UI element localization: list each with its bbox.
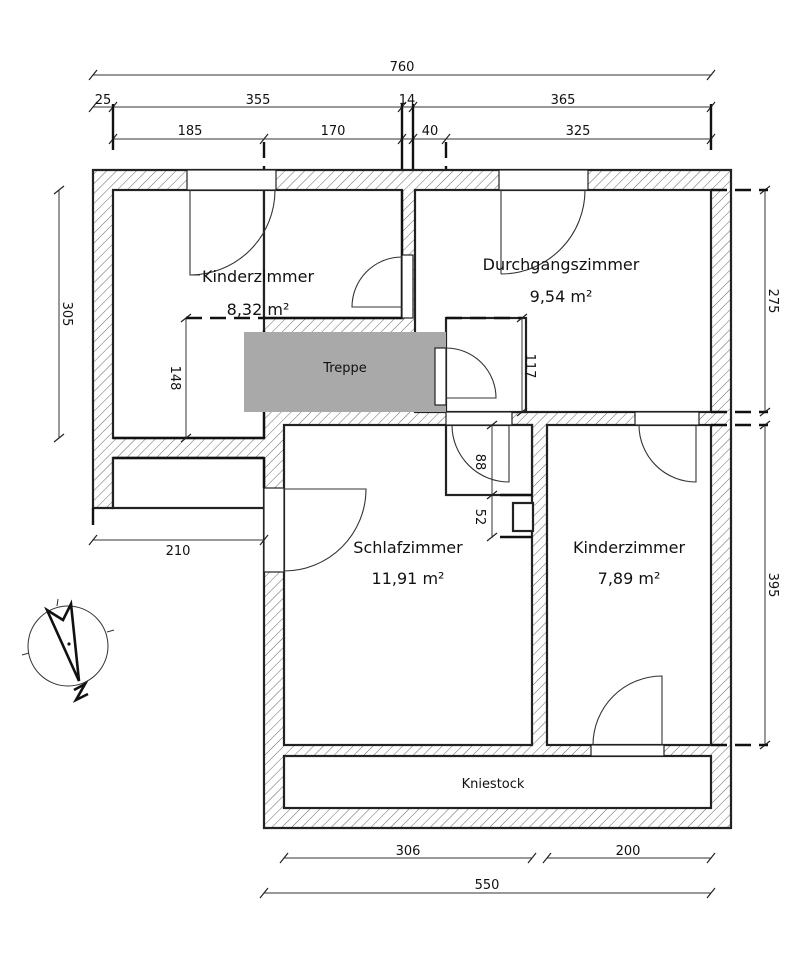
dim-top-d: 365 <box>551 93 576 108</box>
window-top-left <box>186 169 277 191</box>
door-hall <box>451 424 510 483</box>
dim-hall-117: 117 <box>522 354 537 379</box>
door-schlafzimmer <box>283 488 367 572</box>
room-kinderzimmer-2 <box>545 423 713 747</box>
north-arrow-icon <box>21 598 115 704</box>
dim-kinder-inner: 148 <box>167 366 182 391</box>
openings <box>186 169 700 757</box>
dim-top-h: 325 <box>566 124 591 139</box>
dim-hall-88: 88 <box>472 454 487 471</box>
room-name: Kinderzimmer <box>573 538 686 557</box>
kniestock-label: Kniestock <box>462 777 525 792</box>
room-name: Kinderzimmer <box>202 267 315 286</box>
dim-hall-52: 52 <box>472 509 487 526</box>
dim-right-lower: 395 <box>765 573 780 598</box>
stairs: Treppe <box>244 332 447 412</box>
door-kinderzimmer-2-bottom <box>592 675 663 746</box>
dimension-chain-top: 760 25 355 14 365 185 170 40 325 <box>88 60 716 430</box>
dimension-left: 305 148 210 <box>53 185 269 559</box>
dim-left-bottom: 210 <box>166 544 191 559</box>
room-area: 7,89 m² <box>598 569 661 588</box>
door-durchgangszimmer <box>500 189 586 275</box>
dim-top-total: 760 <box>390 60 415 75</box>
chimney <box>511 501 535 533</box>
dim-bottom-a: 306 <box>396 844 421 859</box>
dim-top-g: 40 <box>422 124 439 139</box>
dimension-bottom: 306 200 550 <box>259 844 716 899</box>
dimension-right: 275 395 <box>711 185 780 750</box>
door-kinderzimmer-2-top <box>638 424 697 483</box>
door-stair-left <box>351 256 403 308</box>
room-labels: Kinderzimmer 8,32 m² Durchgangszimmer 9,… <box>202 255 686 792</box>
door-stairs <box>445 347 497 399</box>
door-kinderzimmer-1 <box>189 189 276 276</box>
room-area: 9,54 m² <box>530 287 593 306</box>
room-kinderzimmer-1 <box>111 188 266 440</box>
dim-top-a: 25 <box>95 93 112 108</box>
room-kniestock <box>282 754 713 810</box>
room-area: 11,91 m² <box>372 569 445 588</box>
stairs-fill <box>244 332 446 412</box>
room-name: Schlafzimmer <box>353 538 463 557</box>
dim-bottom-total: 550 <box>475 878 500 893</box>
window-top-right <box>498 169 589 191</box>
dimension-hall: 117 88 52 <box>446 313 537 542</box>
room-area: 8,32 m² <box>227 300 290 319</box>
dim-top-b: 355 <box>246 93 271 108</box>
dim-right-upper: 275 <box>765 289 780 314</box>
dim-bottom-b: 200 <box>616 844 641 859</box>
dim-top-f: 170 <box>321 124 346 139</box>
doors <box>189 189 697 746</box>
dim-top-e: 185 <box>178 124 203 139</box>
dim-left-height: 305 <box>59 302 74 327</box>
room-name: Durchgangszimmer <box>483 255 640 274</box>
stairs-label: Treppe <box>322 361 367 376</box>
rooms <box>111 188 713 810</box>
